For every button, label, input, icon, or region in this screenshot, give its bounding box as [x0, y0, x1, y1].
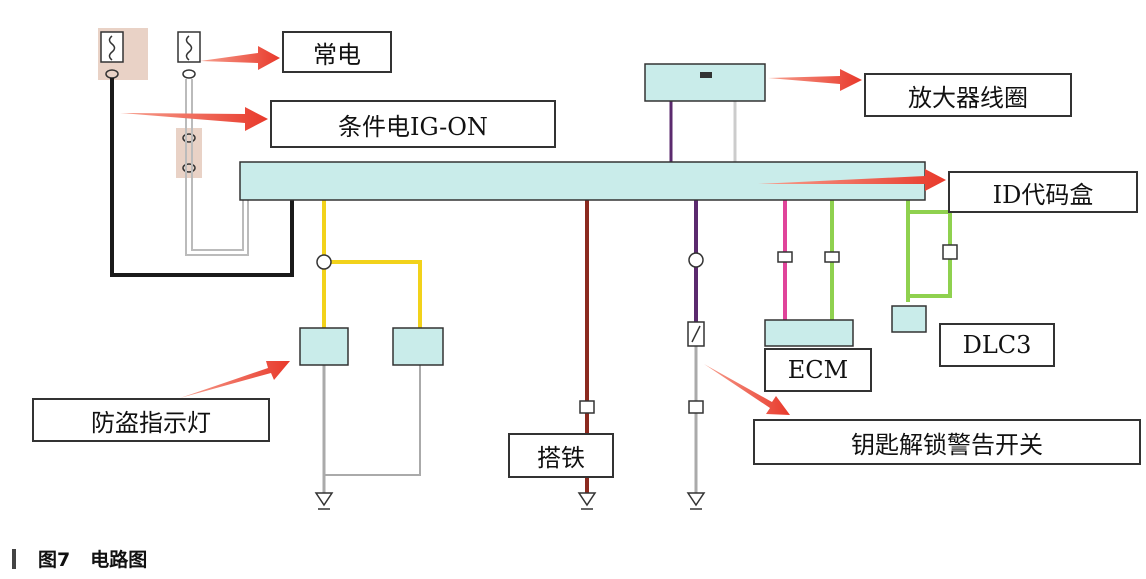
ecm-module [764, 319, 854, 347]
figure-title: 电路图 [90, 549, 148, 571]
theft-indicator-lamp-2 [392, 327, 444, 366]
figure-number: 图7 [38, 549, 71, 571]
key-switch-symbol [687, 321, 705, 347]
label-ecm: ECM [764, 348, 872, 392]
wire-connectors [316, 244, 958, 414]
callout-arrows [120, 46, 946, 415]
label-theft-indicator: 防盗指示灯 [32, 398, 270, 442]
label-ig-on-power: 条件电IG-ON [270, 100, 556, 148]
label-ground: 搭铁 [508, 433, 614, 478]
ground-symbols [314, 492, 706, 510]
label-key-unlock-warning-switch: 钥匙解锁警告开关 [753, 419, 1141, 465]
wire-constant-black [110, 78, 294, 277]
label-amplifier-coil: 放大器线圈 [864, 73, 1072, 117]
amplifier-coil-module [644, 63, 766, 102]
id-code-box-module [239, 161, 926, 201]
fuse-constant [98, 28, 148, 80]
label-dlc3: DLC3 [939, 323, 1055, 367]
dlc3-module [891, 305, 927, 333]
caption-bar [12, 548, 16, 569]
figure-caption: 图7 电路图 [12, 545, 147, 572]
wire-ig-gray [185, 79, 249, 256]
label-constant-power: 常电 [282, 31, 392, 73]
fuse-ig [176, 31, 202, 178]
theft-indicator-lamp-1 [299, 327, 349, 366]
label-id-code-box: ID代码盒 [948, 171, 1138, 213]
